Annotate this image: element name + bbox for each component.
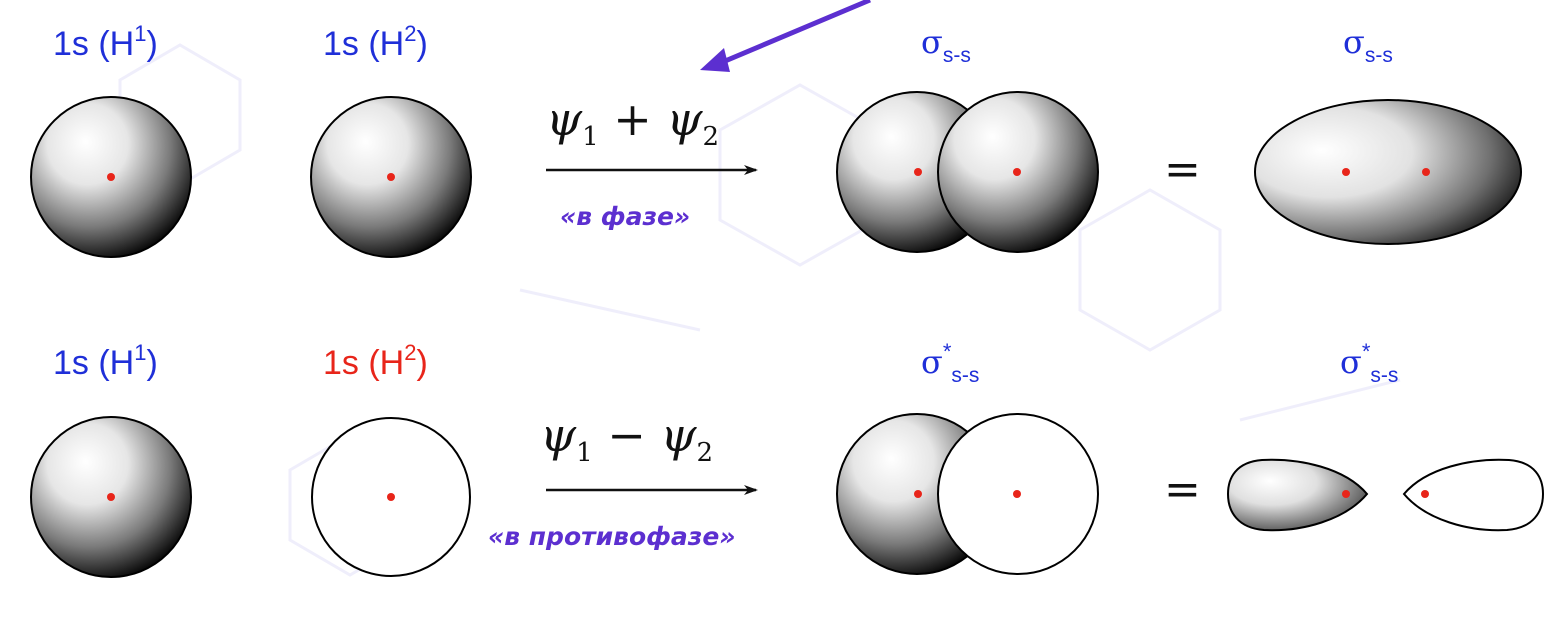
row2-sigma-star-final-label: σ*s-s [1340, 339, 1398, 387]
sigma-star: * [1361, 339, 1371, 364]
sigma-subscript: s-s [1364, 44, 1393, 67]
label-suffix: ) [416, 344, 428, 382]
nucleus-dot [1342, 168, 1350, 176]
row2-h1-orbital-label: 1s (H1) [53, 340, 158, 383]
sigma-star: * [942, 339, 952, 364]
sigma-symbol: σ [921, 343, 943, 381]
label-superscript: 2 [404, 340, 417, 365]
pointer-arrow [700, 0, 871, 72]
label-prefix: 1s (H [323, 25, 405, 63]
psi-symbol: ψ [660, 408, 697, 462]
sigma-subscript: s-s [951, 364, 980, 387]
sigma-symbol: σ [1343, 23, 1365, 61]
row1-psi-sum-equation: ψ1 + ψ2 [546, 92, 719, 150]
psi-symbol: ψ [546, 92, 583, 146]
nucleus-dot [387, 493, 395, 501]
operator: − [592, 408, 661, 462]
operator: + [598, 92, 667, 146]
label-prefix: 1s (H [53, 344, 135, 382]
psi-index: 1 [582, 122, 599, 152]
row2-antibonding-lobe-open [1402, 458, 1545, 532]
nucleus-dot [914, 490, 922, 498]
label-prefix: 1s (H [323, 344, 405, 382]
nucleus-dot [914, 168, 922, 176]
row1-in-phase-label: «в фазе» [560, 202, 691, 231]
psi-index: 1 [576, 438, 593, 468]
sigma-symbol: σ [921, 23, 943, 61]
sigma-subscript: s-s [1370, 364, 1399, 387]
row2-antiphase-label: «в противофазе» [488, 522, 736, 551]
nucleus-dot [1013, 490, 1021, 498]
row1-sigma-final-label: σs-s [1343, 22, 1393, 66]
row1-h2-orbital-label: 1s (H2) [323, 21, 428, 64]
row1-sigma-result-label: σs-s [921, 22, 971, 66]
label-suffix: ) [416, 25, 428, 63]
nucleus-dot [1422, 168, 1430, 176]
row2-equals-sign: = [1164, 464, 1201, 515]
label-superscript: 1 [134, 340, 147, 365]
nucleus-dot [1421, 490, 1429, 498]
nucleus-dot [387, 173, 395, 181]
row2-psi-difference-equation: ψ1 − ψ2 [540, 408, 713, 466]
psi-index: 2 [696, 438, 714, 468]
psi-symbol: ψ [540, 408, 577, 462]
sigma-symbol: σ [1340, 343, 1362, 381]
nucleus-dot [1013, 168, 1021, 176]
sigma-subscript: s-s [942, 44, 971, 67]
nucleus-dot [1342, 490, 1350, 498]
row1-sigma-bonding-ellipse [1254, 99, 1522, 245]
row2-antibonding-lobe-filled [1226, 458, 1369, 532]
psi-index: 2 [702, 122, 720, 152]
label-prefix: 1s (H [53, 25, 135, 63]
label-superscript: 1 [134, 21, 147, 46]
nucleus-dot [107, 493, 115, 501]
label-suffix: ) [146, 344, 158, 382]
row2-sigma-star-result-label: σ*s-s [921, 339, 979, 387]
row1-equals-sign: = [1164, 144, 1201, 195]
nucleus-dot [107, 173, 115, 181]
label-superscript: 2 [404, 21, 417, 46]
psi-symbol: ψ [666, 92, 703, 146]
row2-h2-orbital-label: 1s (H2) [323, 340, 428, 383]
label-suffix: ) [146, 25, 158, 63]
row1-h1-orbital-label: 1s (H1) [53, 21, 158, 64]
